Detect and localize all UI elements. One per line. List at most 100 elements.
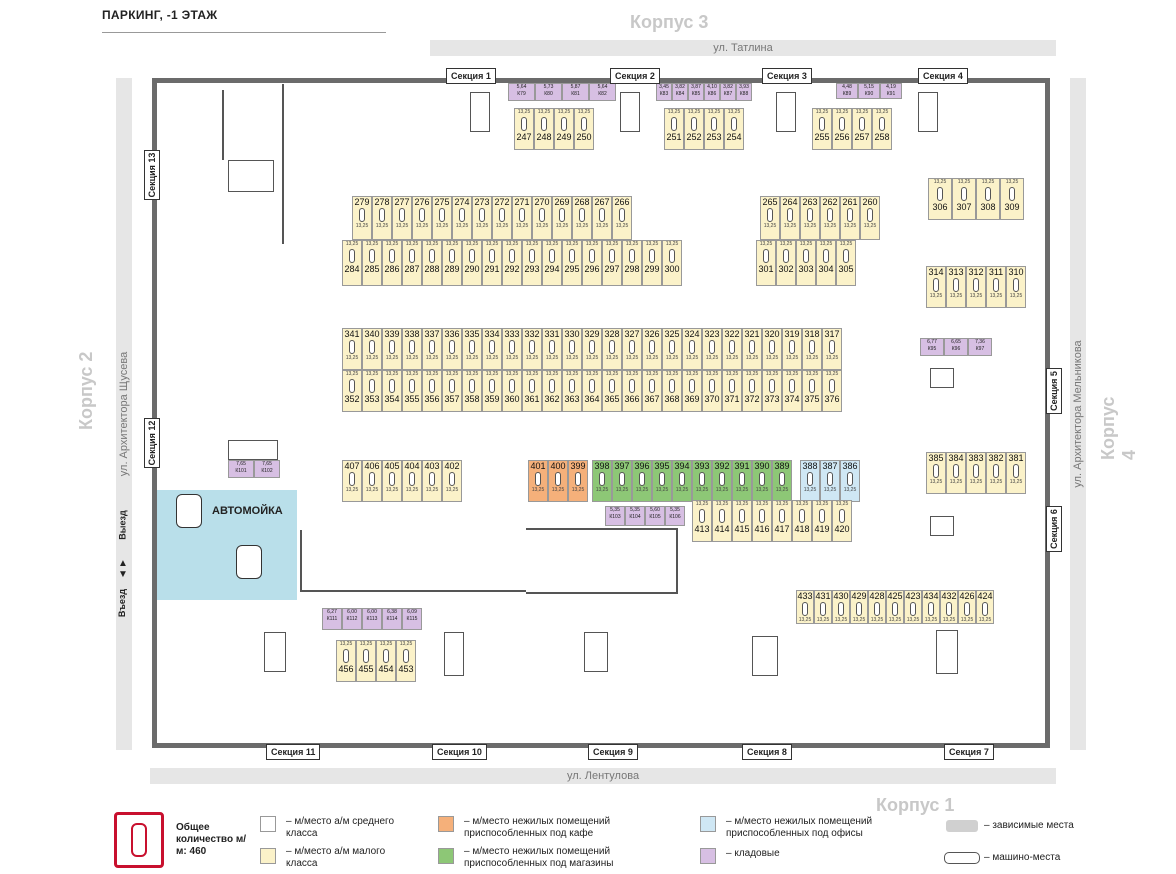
parking-spot-274[interactable]: 27413,25: [452, 196, 472, 240]
parking-spot-428[interactable]: 42813,25: [868, 590, 886, 624]
parking-spot-292[interactable]: 13,25292: [502, 240, 522, 286]
parking-spot-363[interactable]: 13,25363: [562, 370, 582, 412]
parking-spot-403[interactable]: 40313,25: [422, 460, 442, 502]
parking-spot-261[interactable]: 26113,25: [840, 196, 860, 240]
parking-spot-269[interactable]: 26913,25: [552, 196, 572, 240]
parking-spot-336[interactable]: 33613,25: [442, 328, 462, 370]
parking-spot-298[interactable]: 13,25298: [622, 240, 642, 286]
pantry-К97[interactable]: 7,36К97: [968, 338, 992, 356]
parking-spot-284[interactable]: 13,25284: [342, 240, 362, 286]
parking-spot-327[interactable]: 32713,25: [622, 328, 642, 370]
parking-spot-405[interactable]: 40513,25: [382, 460, 402, 502]
parking-spot-313[interactable]: 31313,25: [946, 266, 966, 308]
parking-spot-301[interactable]: 13,25301: [756, 240, 776, 286]
parking-spot-381[interactable]: 38113,25: [1006, 452, 1026, 494]
pantry-К103[interactable]: 5,35К103: [605, 506, 625, 526]
pantry-К86[interactable]: 4,10К86: [704, 83, 720, 101]
parking-spot-376[interactable]: 13,25376: [822, 370, 842, 412]
parking-spot-391[interactable]: 39113,25: [732, 460, 752, 502]
parking-spot-264[interactable]: 26413,25: [780, 196, 800, 240]
parking-spot-362[interactable]: 13,25362: [542, 370, 562, 412]
parking-spot-290[interactable]: 13,25290: [462, 240, 482, 286]
parking-spot-300[interactable]: 13,25300: [662, 240, 682, 286]
pantry-К79[interactable]: 5,64К79: [508, 83, 535, 101]
parking-spot-308[interactable]: 13,25308: [976, 178, 1000, 220]
parking-spot-307[interactable]: 13,25307: [952, 178, 976, 220]
pantry-К95[interactable]: 6,77К95: [920, 338, 944, 356]
parking-spot-395[interactable]: 39513,25: [652, 460, 672, 502]
pantry-К82[interactable]: 5,64К82: [589, 83, 616, 101]
parking-spot-317[interactable]: 31713,25: [822, 328, 842, 370]
parking-spot-252[interactable]: 13,25252: [684, 108, 704, 150]
parking-spot-333[interactable]: 33313,25: [502, 328, 522, 370]
parking-spot-340[interactable]: 34013,25: [362, 328, 382, 370]
parking-spot-387[interactable]: 38713,25: [820, 460, 840, 502]
parking-spot-456[interactable]: 13,25456: [336, 640, 356, 682]
parking-spot-368[interactable]: 13,25368: [662, 370, 682, 412]
parking-spot-417[interactable]: 13,25417: [772, 500, 792, 542]
parking-spot-374[interactable]: 13,25374: [782, 370, 802, 412]
parking-spot-257[interactable]: 13,25257: [852, 108, 872, 150]
parking-spot-386[interactable]: 38613,25: [840, 460, 860, 502]
pantry-К80[interactable]: 5,73К80: [535, 83, 562, 101]
parking-spot-416[interactable]: 13,25416: [752, 500, 772, 542]
parking-spot-384[interactable]: 38413,25: [946, 452, 966, 494]
parking-spot-415[interactable]: 13,25415: [732, 500, 752, 542]
parking-spot-418[interactable]: 13,25418: [792, 500, 812, 542]
parking-spot-311[interactable]: 31113,25: [986, 266, 1006, 308]
parking-spot-357[interactable]: 13,25357: [442, 370, 462, 412]
pantry-К85[interactable]: 3,87К85: [688, 83, 704, 101]
parking-spot-420[interactable]: 13,25420: [832, 500, 852, 542]
parking-spot-305[interactable]: 13,25305: [836, 240, 856, 286]
pantry-К83[interactable]: 3,45К83: [656, 83, 672, 101]
parking-spot-330[interactable]: 33013,25: [562, 328, 582, 370]
parking-spot-262[interactable]: 26213,25: [820, 196, 840, 240]
parking-spot-372[interactable]: 13,25372: [742, 370, 762, 412]
pantry-К115[interactable]: 6,09К115: [402, 608, 422, 630]
parking-spot-276[interactable]: 27613,25: [412, 196, 432, 240]
parking-spot-250[interactable]: 13,25250: [574, 108, 594, 150]
parking-spot-270[interactable]: 27013,25: [532, 196, 552, 240]
parking-spot-454[interactable]: 13,25454: [376, 640, 396, 682]
parking-spot-260[interactable]: 26013,25: [860, 196, 880, 240]
parking-spot-272[interactable]: 27213,25: [492, 196, 512, 240]
parking-spot-296[interactable]: 13,25296: [582, 240, 602, 286]
parking-spot-297[interactable]: 13,25297: [602, 240, 622, 286]
pantry-К114[interactable]: 6,38К114: [382, 608, 402, 630]
parking-spot-370[interactable]: 13,25370: [702, 370, 722, 412]
pantry-К102[interactable]: 7,65К102: [254, 460, 280, 478]
parking-spot-266[interactable]: 26613,25: [612, 196, 632, 240]
parking-spot-320[interactable]: 32013,25: [762, 328, 782, 370]
parking-spot-253[interactable]: 13,25253: [704, 108, 724, 150]
parking-spot-279[interactable]: 27913,25: [352, 196, 372, 240]
parking-spot-295[interactable]: 13,25295: [562, 240, 582, 286]
parking-spot-304[interactable]: 13,25304: [816, 240, 836, 286]
parking-spot-255[interactable]: 13,25255: [812, 108, 832, 150]
parking-spot-355[interactable]: 13,25355: [402, 370, 422, 412]
parking-spot-406[interactable]: 40613,25: [362, 460, 382, 502]
parking-spot-332[interactable]: 33213,25: [522, 328, 542, 370]
parking-spot-267[interactable]: 26713,25: [592, 196, 612, 240]
parking-spot-258[interactable]: 13,25258: [872, 108, 892, 150]
pantry-К106[interactable]: 5,35К106: [665, 506, 685, 526]
pantry-К113[interactable]: 6,00К113: [362, 608, 382, 630]
parking-spot-453[interactable]: 13,25453: [396, 640, 416, 682]
parking-spot-433[interactable]: 43313,25: [796, 590, 814, 624]
parking-spot-286[interactable]: 13,25286: [382, 240, 402, 286]
parking-spot-331[interactable]: 33113,25: [542, 328, 562, 370]
parking-spot-413[interactable]: 13,25413: [692, 500, 712, 542]
parking-spot-359[interactable]: 13,25359: [482, 370, 502, 412]
pantry-К112[interactable]: 6,00К112: [342, 608, 362, 630]
parking-spot-299[interactable]: 13,25299: [642, 240, 662, 286]
pantry-К88[interactable]: 3,93К88: [736, 83, 752, 101]
parking-spot-326[interactable]: 32613,25: [642, 328, 662, 370]
parking-spot-325[interactable]: 32513,25: [662, 328, 682, 370]
parking-spot-338[interactable]: 33813,25: [402, 328, 422, 370]
parking-spot-324[interactable]: 32413,25: [682, 328, 702, 370]
parking-spot-265[interactable]: 26513,25: [760, 196, 780, 240]
parking-spot-382[interactable]: 38213,25: [986, 452, 1006, 494]
parking-spot-249[interactable]: 13,25249: [554, 108, 574, 150]
parking-spot-402[interactable]: 40213,25: [442, 460, 462, 502]
parking-spot-390[interactable]: 39013,25: [752, 460, 772, 502]
parking-spot-432[interactable]: 43213,25: [940, 590, 958, 624]
